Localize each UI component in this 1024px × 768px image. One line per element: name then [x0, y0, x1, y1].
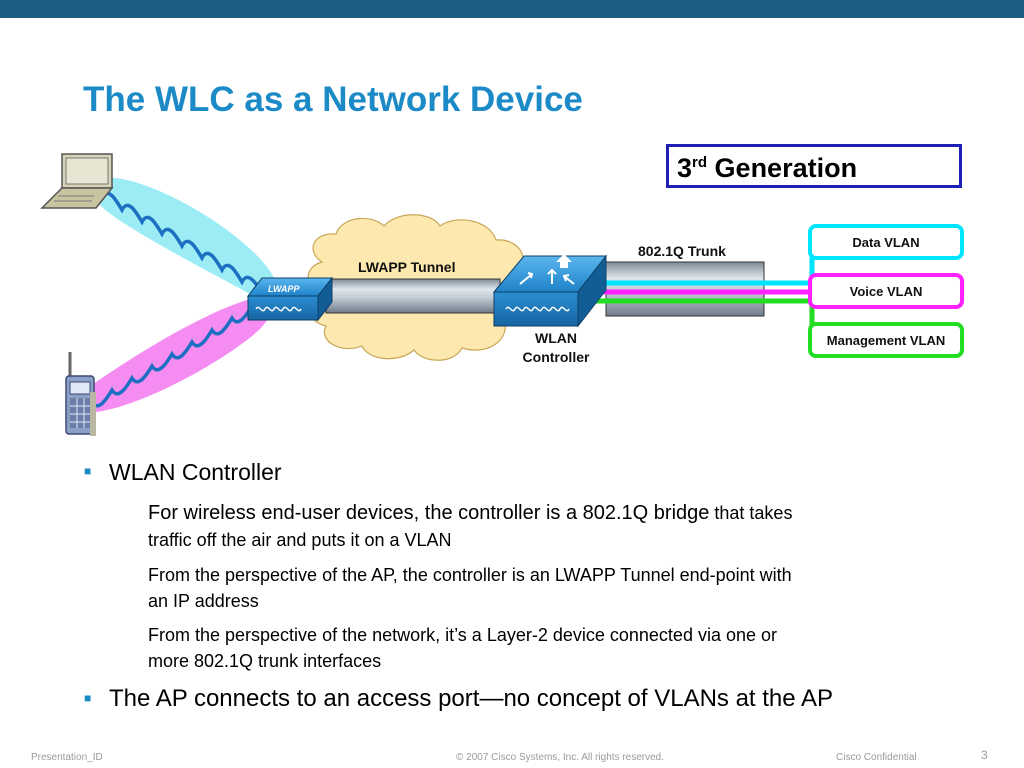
top-bar [0, 0, 1024, 18]
phone-icon [65, 352, 96, 436]
sub-bullet-ap-line1: From the perspective of the AP, the cont… [148, 565, 792, 585]
bullet-wlan-controller: WLAN Controller [109, 459, 282, 485]
sub-bullet-bridge-cont: traffic off the air and puts it on a VLA… [148, 530, 452, 550]
management-vlan-label: Management VLAN [827, 333, 945, 348]
controller-wave-icon [505, 306, 570, 312]
sub-bullet-bridge-small: that takes [709, 503, 793, 523]
laptop-radio-wave [100, 191, 264, 294]
bullet-square-icon: ■ [84, 691, 92, 705]
controller-label-line2: Controller [523, 349, 590, 365]
generation-number: 3 [677, 153, 693, 183]
generation-suffix: rd [692, 154, 708, 171]
footer-confidential: Cisco Confidential [836, 752, 917, 763]
voice-vlan-box: Voice VLAN [808, 273, 964, 309]
laptop-icon [40, 153, 114, 209]
sub-bullet-bridge-main: For wireless end-user devices, the contr… [148, 502, 710, 524]
ap-wave-icon [255, 306, 302, 312]
trunk-tube [605, 261, 765, 317]
controller-arrows-icon [519, 268, 575, 285]
lwapp-tunnel-tube [325, 278, 501, 314]
management-vlan-box: Management VLAN [808, 322, 964, 358]
sub-bullet-ap-line2: an IP address [148, 591, 259, 611]
sub-bullet-network-line1: From the perspective of the network, it’… [148, 625, 777, 645]
phone-radio-wave [90, 305, 254, 408]
generation-box: 3rd Generation [666, 144, 962, 188]
access-point-icon: LWAPP [246, 276, 334, 322]
bullet-square-icon: ■ [84, 464, 92, 478]
data-vlan-box: Data VLAN [808, 224, 964, 260]
generation-word: Generation [714, 153, 858, 183]
data-vlan-label: Data VLAN [852, 235, 919, 250]
trunk-label: 802.1Q Trunk [638, 243, 726, 259]
footer-presentation-id: Presentation_ID [31, 752, 103, 763]
controller-label-line1: WLAN [535, 330, 577, 346]
voice-vlan-label: Voice VLAN [850, 284, 923, 299]
slide-title: The WLC as a Network Device [83, 80, 583, 119]
footer-page-number: 3 [981, 748, 988, 762]
network-diagram: LWAPP Tunnel LWAPP 802.1Q Trunk WLAN Con… [40, 153, 964, 436]
bullet-list: ■ WLAN Controller For wireless end-user … [0, 455, 1024, 715]
magenta-wireless-beam [83, 296, 271, 412]
bullet-access-port: The AP connects to an access port—no con… [109, 685, 833, 712]
footer-copyright: © 2007 Cisco Systems, Inc. All rights re… [456, 752, 665, 763]
sub-bullet-bridge: For wireless end-user devices, the contr… [148, 502, 988, 525]
controller-up-arrow-icon [556, 254, 572, 268]
wlan-controller-icon [492, 254, 608, 328]
lwapp-tunnel-label: LWAPP Tunnel [358, 259, 456, 275]
access-point-label: LWAPP [268, 284, 301, 294]
sub-bullet-network-line2: more 802.1Q trunk interfaces [148, 651, 382, 671]
